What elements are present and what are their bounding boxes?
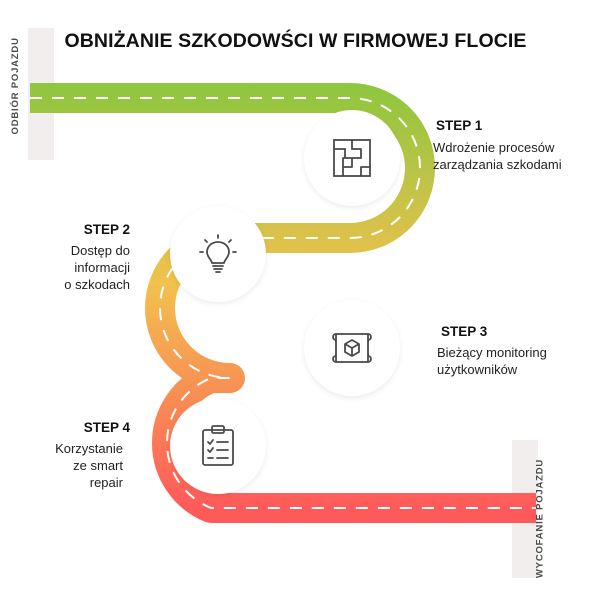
- step-3-line-2: użytkowników: [437, 362, 518, 377]
- step-3-description: Bieżący monitoring użytkowników: [437, 344, 547, 378]
- maze-icon: [333, 139, 371, 177]
- step-4-line-1: Korzystanie: [55, 441, 123, 456]
- step-4-line-2: ze smart: [73, 458, 123, 473]
- lane-markings: [30, 97, 536, 509]
- step-2-title: STEP 2: [83, 222, 130, 237]
- step-4-line-3: repair: [89, 475, 123, 490]
- lightbulb-icon: [199, 234, 237, 273]
- page-title: OBNIŻANIE SZKODOWŚCI W FIRMOWEJ FLOCIE: [64, 30, 527, 52]
- step-1-title: STEP 1: [436, 118, 483, 133]
- step-2-description: Dostęp do informacji o szkodach: [30, 242, 130, 293]
- start-label: ODBIÓR POJAZDU: [10, 37, 21, 135]
- blueprint-icon: [332, 333, 372, 363]
- step-1-description: Wdrożenie procesów zarządzania szkodami: [433, 139, 562, 173]
- step-4-title: STEP 4: [83, 420, 130, 435]
- end-label: WYCOFANIE POJAZDU: [534, 458, 546, 579]
- step-1-line-1: Wdrożenie procesów: [433, 140, 555, 155]
- step-4-description: Korzystanie ze smart repair: [30, 440, 123, 491]
- step-3-icon-circle: [304, 300, 400, 396]
- step-2-line-3: o szkodach: [64, 277, 130, 292]
- step-4-icon-circle: [170, 398, 266, 494]
- step-3-line-1: Bieżący monitoring: [437, 345, 547, 360]
- step-2-icon-circle: [170, 206, 266, 302]
- step-2-line-2: informacji: [74, 260, 130, 275]
- step-3-title: STEP 3: [441, 324, 488, 339]
- step-1-icon-circle: [304, 110, 400, 206]
- clipboard-checklist-icon: [202, 425, 234, 466]
- step-1-line-2: zarządzania szkodami: [433, 157, 562, 172]
- step-2-line-1: Dostęp do: [70, 243, 130, 258]
